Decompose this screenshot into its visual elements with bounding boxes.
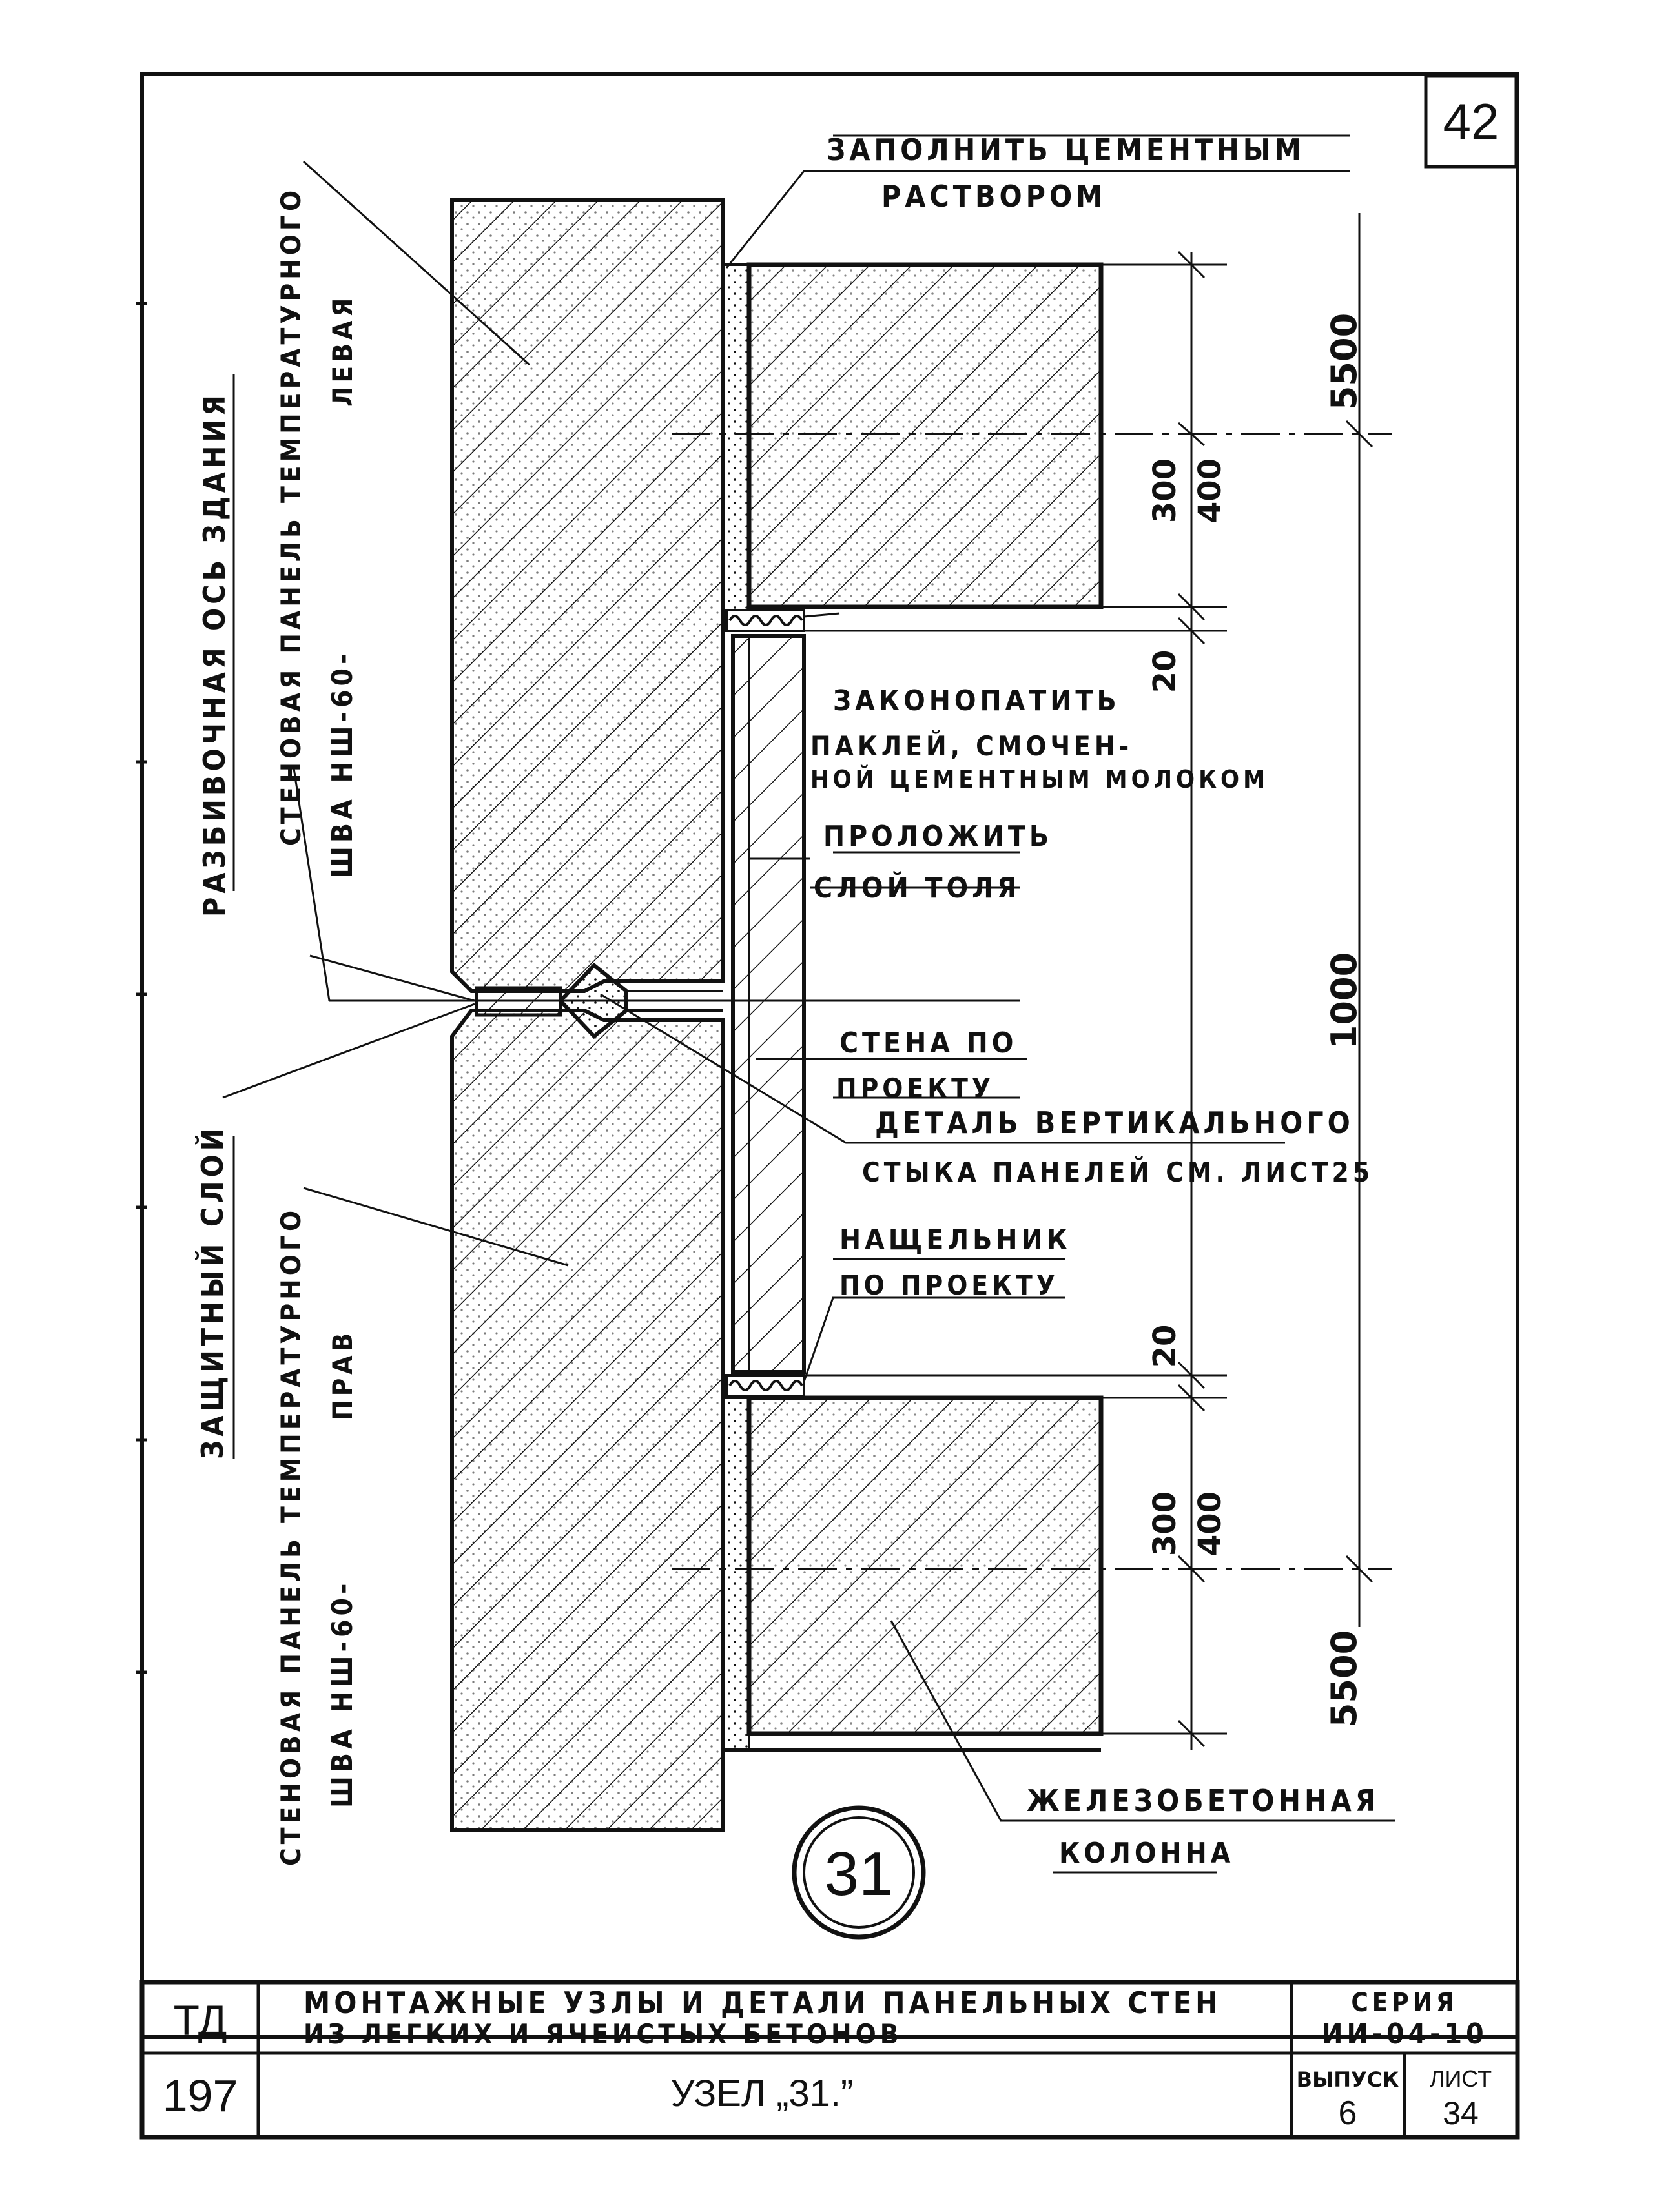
label-right-panel-1: СТЕНОВАЯ ПАНЕЛЬ ТЕМПЕРАТУРНОГО: [275, 1207, 307, 1866]
title-code: ТД: [174, 1996, 227, 2044]
dim-top-400: 400: [1192, 458, 1228, 523]
label-casing-1: НАЩЕЛЬНИК: [839, 1224, 1071, 1256]
issue-label: ВЫПУСК: [1297, 2067, 1399, 2092]
left-panel-top: [450, 198, 725, 993]
label-column-1: ЖЕЛЕЗОБЕТОННАЯ: [1027, 1783, 1380, 1818]
label-roofing-1: ПРОЛОЖИТЬ: [823, 820, 1053, 853]
wall-between-columns: [731, 634, 806, 1374]
sheet-number-box: 42: [1424, 74, 1518, 169]
mortar-strip-bottom: [722, 1397, 750, 1751]
label-caulk-3: НОЙ ЦЕМЕНТНЫМ МОЛОКОМ: [810, 765, 1269, 794]
title-node: УЗЕЛ „31.”: [671, 2073, 854, 2115]
column-top: [746, 262, 1104, 609]
caulk-strip-bottom: [725, 1374, 805, 1397]
center-lines: [672, 433, 1392, 1570]
label-right-panel-2: ШВА НШ-60-: [326, 1580, 359, 1808]
label-right-panel-3: ПРАВ: [327, 1329, 358, 1420]
label-axis: РАЗБИВОЧНАЯ ОСЬ ЗДАНИЯ: [197, 391, 232, 917]
series-value: ИИ-04-10: [1321, 2018, 1487, 2051]
label-roofing-2: СЛОЙ ТОЛЯ: [814, 870, 1020, 905]
title-line-2: ИЗ ЛЕГКИХ И ЯЧЕИСТЫХ БЕТОНОВ: [304, 2018, 903, 2050]
dim-gap-top: 20: [1147, 650, 1183, 693]
column-bottom: [746, 1395, 1104, 1736]
label-protective-layer: ЗАЩИТНЫЙ СЛОЙ: [195, 1125, 230, 1459]
label-left-panel-3: ЛЕВАЯ: [327, 294, 358, 407]
label-wall-1: СТЕНА ПО: [839, 1027, 1017, 1060]
label-fill-mortar-2: РАСТВОРОМ: [881, 179, 1106, 214]
label-caulk-1: ЗАКОНОПАТИТЬ: [833, 684, 1120, 717]
dimension-lines: [804, 213, 1373, 1750]
label-casing-2: ПО ПРОЕКТУ: [839, 1269, 1059, 1301]
series-label: СЕРИЯ: [1351, 1988, 1457, 2018]
dim-bottom-300: 300: [1147, 1491, 1183, 1556]
left-panel-bottom: [450, 1009, 725, 1832]
title-line-1: МОНТАЖНЫЕ УЗЛЫ И ДЕТАЛИ ПАНЕЛЬНЫХ СТЕН: [304, 1985, 1222, 2020]
dim-gap-bottom: 20: [1147, 1325, 1183, 1368]
leader-lines: [222, 134, 1395, 1874]
issue-value: 6: [1339, 2094, 1357, 2132]
margin-ticks: [136, 302, 147, 1674]
label-left-panel-1: СТЕНОВАЯ ПАНЕЛЬ ТЕМПЕРАТУРНОГО: [275, 187, 307, 846]
title-block: [139, 1980, 1520, 2140]
caulk-strip-top: [725, 609, 805, 632]
title-number: 197: [163, 2071, 238, 2121]
label-detail-1: ДЕТАЛЬ ВЕРТИКАЛЬНОГО: [875, 1105, 1354, 1140]
label-detail-2: СТЫКА ПАНЕЛЕЙ СМ. ЛИСТ25: [862, 1156, 1373, 1188]
label-fill-mortar-1: ЗАПОЛНИТЬ ЦЕМЕНТНЫМ: [827, 132, 1305, 167]
dim-top-300: 300: [1147, 458, 1183, 523]
node-number-badge: 31: [792, 1805, 926, 1940]
sheet-value: 34: [1443, 2095, 1479, 2131]
label-caulk-2: ПАКЛЕЙ, СМОЧЕН-: [810, 730, 1133, 762]
sheet-label: ЛИСТ: [1430, 2065, 1492, 2092]
sheet-border: [140, 72, 1519, 2039]
label-wall-2: ПРОЕКТУ: [836, 1072, 994, 1104]
mortar-strip-top: [722, 263, 750, 628]
dim-bottom-outer: 5500: [1324, 1630, 1364, 1727]
dim-bottom-400: 400: [1192, 1491, 1228, 1556]
sheet-number: 42: [1443, 93, 1499, 150]
label-left-panel-2: ШВА НШ-60-: [326, 650, 359, 879]
dim-middle: 1000: [1324, 952, 1364, 1049]
node-number: 31: [825, 1839, 894, 1909]
label-column-2: КОЛОННА: [1059, 1837, 1234, 1870]
dim-top-outer: 5500: [1324, 313, 1364, 410]
